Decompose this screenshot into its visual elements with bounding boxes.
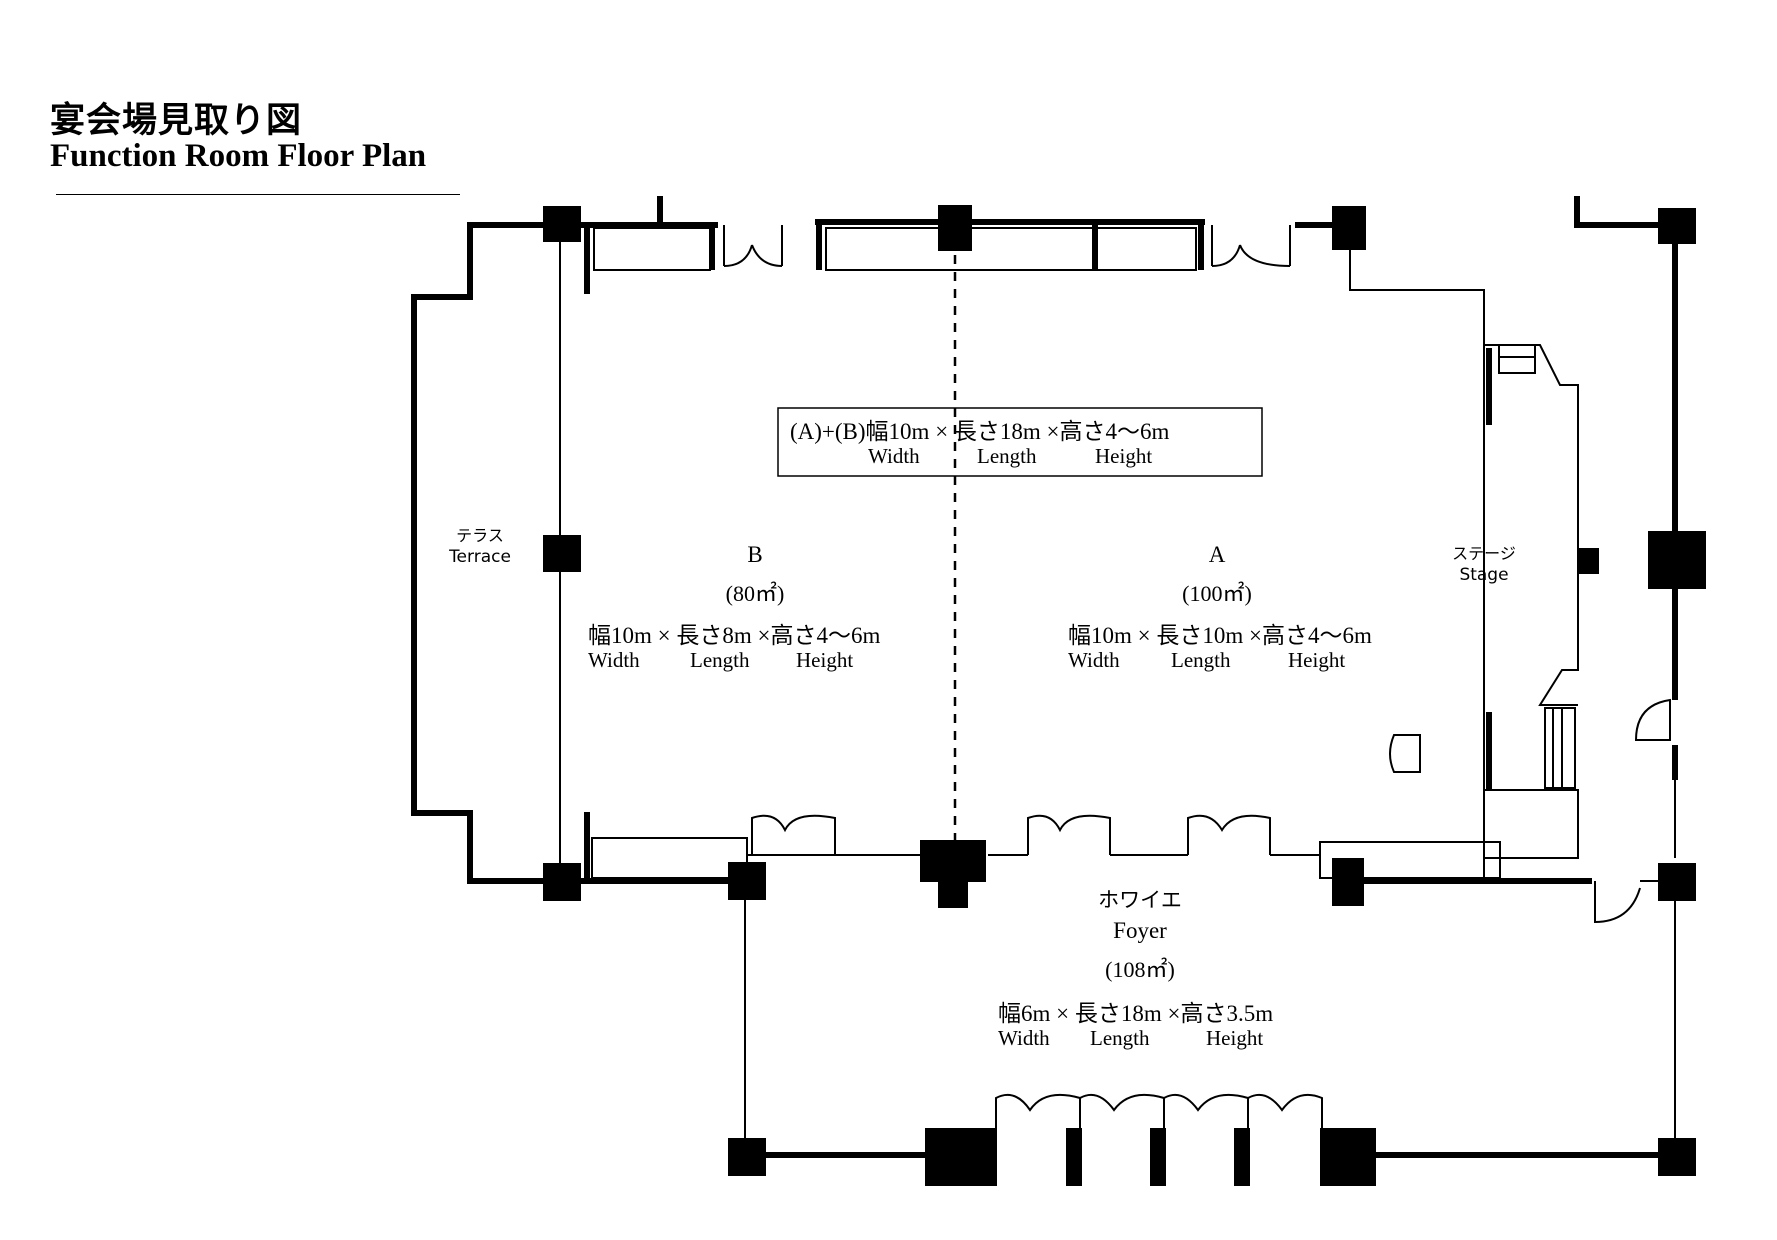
column — [1332, 858, 1364, 906]
room-b-name: B — [747, 542, 763, 567]
top-door-right — [1211, 225, 1291, 267]
foyer-door-2 — [1079, 1094, 1165, 1135]
foyer-length-label: Length — [1090, 1026, 1150, 1050]
room-b-width-label: Width — [588, 648, 640, 672]
column — [1579, 548, 1599, 574]
combined-width-label: Width — [868, 444, 920, 468]
column — [938, 862, 968, 908]
room-b-length-label: Length — [690, 648, 750, 672]
stage-steps-top — [1498, 344, 1536, 374]
combined-spec-box — [777, 407, 1263, 477]
outer-wall-right-top — [1574, 196, 1660, 228]
room-a-length-label: Length — [1171, 648, 1231, 672]
stage-label-jp: ステージ — [1452, 544, 1516, 563]
room-a-spec: 幅10m × 長さ10m ×高さ4〜6m — [1068, 623, 1372, 648]
combined-length-label: Length — [977, 444, 1037, 468]
top-partition-middle — [825, 227, 1197, 271]
column — [543, 206, 581, 242]
room-b-height-label: Height — [796, 648, 854, 672]
bottom-partition-left — [591, 837, 748, 879]
bottom-door-3 — [1187, 814, 1271, 855]
column — [1658, 1138, 1696, 1176]
column — [1658, 863, 1696, 901]
top-door-left — [723, 225, 783, 267]
column — [1150, 1128, 1166, 1186]
room-b-spec: 幅10m × 長さ8m ×高さ4〜6m — [588, 623, 881, 648]
terrace-label-jp: テラス — [456, 526, 504, 545]
column — [925, 1128, 981, 1186]
column — [1066, 1128, 1082, 1186]
foyer-side-door — [1594, 881, 1641, 924]
terrace-label-en: Terrace — [449, 547, 511, 567]
bottom-door-1 — [751, 814, 836, 855]
title-japanese: 宴会場見取り図 — [50, 101, 303, 141]
bottom-door-2 — [1027, 814, 1111, 855]
foyer-height-label: Height — [1206, 1026, 1264, 1050]
foyer-door-4 — [1247, 1094, 1323, 1135]
column — [1320, 1128, 1376, 1186]
column — [543, 535, 581, 572]
title-english: Function Room Floor Plan — [50, 138, 427, 174]
foyer-label-jp: ホワイエ — [1098, 888, 1182, 912]
column — [543, 863, 581, 901]
column — [728, 1138, 766, 1176]
foyer-area: (108㎡) — [1105, 957, 1175, 982]
top-partition-left — [593, 227, 711, 271]
room-a-right-wall — [1349, 240, 1485, 790]
stage-podium — [1389, 734, 1421, 773]
foyer-label-en: Foyer — [1113, 918, 1167, 943]
stage-outline — [1484, 344, 1579, 706]
room-a-width-label: Width — [1068, 648, 1120, 672]
foyer-door-1 — [995, 1094, 1081, 1135]
column — [728, 862, 766, 900]
column — [938, 205, 972, 251]
column — [981, 1128, 997, 1186]
room-a-height-label: Height — [1288, 648, 1346, 672]
side-door-right — [1634, 698, 1671, 741]
foyer-width-label: Width — [998, 1026, 1050, 1050]
foyer-spec: 幅6m × 長さ18m ×高さ3.5m — [998, 1001, 1274, 1026]
terrace-outer-wall — [411, 222, 560, 884]
stage-label-en: Stage — [1459, 565, 1509, 585]
column — [1234, 1128, 1250, 1186]
title-underline — [56, 194, 460, 195]
combined-height-label: Height — [1095, 444, 1153, 468]
column — [1658, 208, 1696, 244]
column — [1332, 206, 1366, 250]
combined-spec-text: (A)+(B)幅10m × 長さ18m ×高さ4〜6m — [790, 419, 1170, 444]
room-b-area: (80㎡) — [725, 581, 785, 606]
room-a-area: (100㎡) — [1182, 581, 1252, 606]
room-a-name: A — [1208, 542, 1226, 567]
foyer-door-3 — [1163, 1094, 1249, 1135]
column — [1648, 531, 1706, 589]
structural-columns — [543, 205, 1706, 1186]
stage-steps-bottom — [1544, 707, 1576, 789]
stage-box-bottom — [1483, 789, 1579, 859]
